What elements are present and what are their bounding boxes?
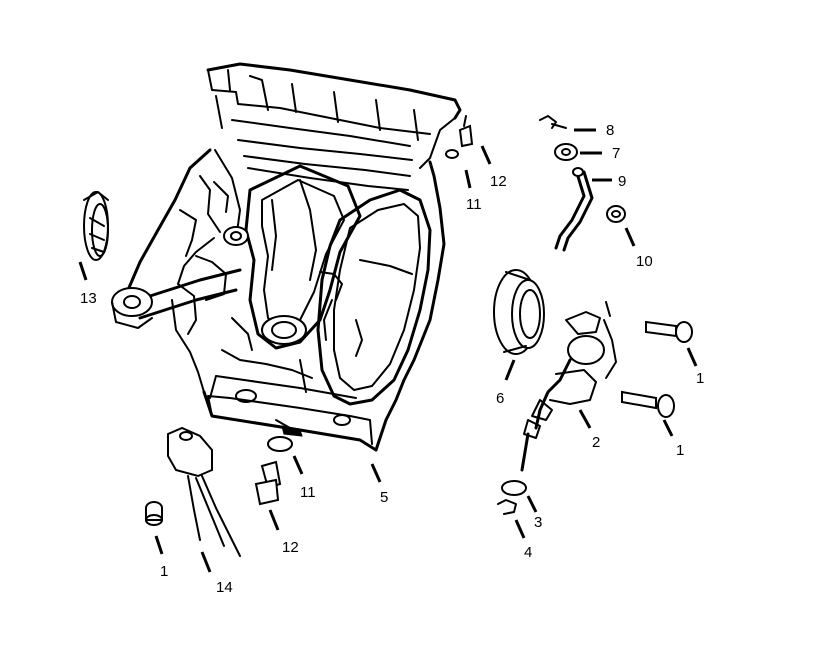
callout-4: 4 [524,544,532,561]
callout-1-lower-left: 1 [160,563,168,580]
callout-labels: 8 7 9 10 12 11 13 6 1 1 2 5 11 12 3 4 1 … [80,122,704,596]
clip-part [539,115,567,129]
governor-arm-part [554,167,594,252]
callout-13: 13 [80,290,97,307]
callout-2: 2 [592,434,600,451]
callout-8: 8 [606,122,614,139]
callout-leaders [78,128,698,573]
oil-sensor-part [167,426,241,557]
plug-upper-part [458,115,474,148]
plug-lower-part [254,460,282,506]
callout-10: 10 [636,253,653,270]
callout-1-lower-right: 1 [676,442,684,459]
callout-11-upper: 11 [466,196,482,213]
bolt-lower-left-part [145,501,163,526]
callout-5: 5 [380,489,388,506]
callout-9: 9 [618,173,626,190]
callout-6: 6 [496,390,504,407]
callout-3: 3 [534,514,542,531]
callout-14: 14 [216,579,233,596]
callout-12-upper: 12 [490,173,507,190]
nut-part [606,205,626,223]
crankcase [111,62,462,452]
oil-seal-side-part [83,191,109,261]
retaining-ring-part [497,499,517,515]
governor-assembly-part [520,301,617,472]
washer-part [501,480,527,496]
gasket-upper-part [445,149,459,159]
bolt-right-upper-part [645,320,693,343]
oil-seal-part [493,269,545,355]
bolt-right-lower-part [621,390,675,418]
callout-11-lower: 11 [300,484,316,501]
gasket-lower-part [267,436,293,452]
callout-12-lower: 12 [282,539,299,556]
callout-7: 7 [612,145,620,162]
washer-small-part [554,143,578,161]
callout-1-upper: 1 [696,370,704,387]
